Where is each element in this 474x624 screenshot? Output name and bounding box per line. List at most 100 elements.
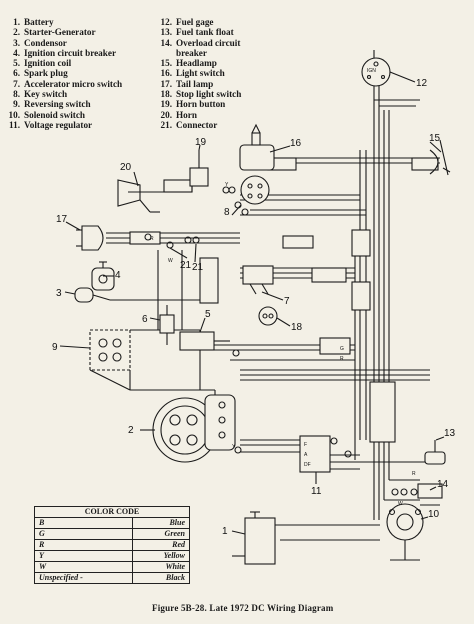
svg-text:DF: DF [304, 462, 311, 468]
legend-item: 19. Horn button [152, 99, 241, 109]
svg-text:R: R [412, 471, 416, 477]
color-code-color: White [132, 561, 190, 573]
svg-text:W: W [168, 258, 173, 264]
legend-item: 10.Solenoid switch [0, 110, 122, 120]
solenoid-switch [386, 503, 424, 561]
legend-item: 17. Tail lamp [152, 79, 241, 89]
svg-text:W: W [398, 501, 403, 507]
legend-number: 6. [13, 68, 20, 79]
svg-text:R: R [150, 236, 154, 242]
callout-connector-a: 21 [180, 260, 192, 271]
reversing-switch [89, 329, 131, 391]
legend-label: Connector [176, 119, 218, 130]
legend-label: Accelerator micro switch [24, 78, 123, 89]
callout-connector-b: 21 [192, 262, 204, 273]
fuel-tank-float [424, 440, 446, 465]
color-code-color: Black [132, 572, 190, 584]
legend-item: 5.Ignition coil [0, 58, 122, 68]
callout-horn: 20 [120, 162, 132, 173]
stop-light-switch [258, 306, 278, 326]
color-code-letter: Unspecified - [33, 572, 134, 584]
wire-color-marks: Y R W G R Y R W [150, 182, 416, 507]
legend-label: Horn button [176, 99, 226, 110]
svg-text:G: G [340, 346, 344, 352]
legend-item: 3.Condensor [0, 38, 122, 48]
color-code-letter: Y [33, 550, 134, 562]
legend-label: Key switch [24, 89, 68, 100]
legend-label: Tail lamp [176, 78, 214, 89]
ignition-circuit-breaker [91, 261, 115, 291]
condensor [74, 287, 111, 303]
callout-reversing-switch: 9 [52, 342, 58, 353]
legend-number: 17. [160, 78, 172, 89]
legend-item: 16.Light switch [152, 68, 241, 78]
color-code-title: COLOR CODE [34, 506, 190, 518]
accelerator-micro-switch [242, 265, 274, 295]
callout-leaders [59, 71, 445, 535]
color-code-row: Unspecified -Black [33, 572, 190, 584]
color-code-color: Yellow [132, 550, 190, 562]
svg-text:Y: Y [225, 182, 229, 188]
main-harness-lines [106, 50, 440, 541]
spark-plug [159, 305, 175, 345]
legend-number: 18. [160, 89, 172, 100]
legend-number: 21. [160, 119, 172, 130]
callout-headlamp: 15 [429, 133, 441, 144]
callout-stop-light-switch: 18 [291, 322, 303, 333]
legend-number: 14. [160, 37, 172, 48]
legend-item: 21. Connector [152, 120, 241, 130]
callout-accelerator-micro-switch: 7 [284, 296, 290, 307]
legend-item: 13. Fuel tank float [152, 27, 241, 37]
legend-item: 20.Horn [152, 110, 241, 120]
legend-item: 12.Fuel gage [152, 17, 241, 27]
color-code-letter: R [33, 539, 134, 551]
legend-label: Ignition circuit breaker [24, 47, 117, 58]
tail-lamp [76, 225, 104, 251]
legend-number: 9. [13, 99, 20, 110]
legend-item: 14.Overload circuit [152, 38, 241, 48]
legend-label: Horn [176, 109, 197, 120]
svg-text:A: A [304, 452, 308, 458]
legend-item: 15.Headlamp [152, 58, 241, 68]
legend-number: 13. [160, 27, 172, 38]
color-code-color: Blue [132, 517, 190, 529]
callout-labels: 1 2 3 4 5 6 7 8 9 10 11 12 13 14 15 16 1… [52, 78, 456, 537]
legend-item: 9. Reversing switch [0, 99, 122, 109]
fuel-gage: IGN [361, 57, 391, 87]
legend-item: 2.Starter-Generator [0, 27, 122, 37]
color-code-color: Red [132, 539, 190, 551]
color-code-letter: B [33, 517, 134, 529]
legend-item: 4.Ignition circuit breaker [0, 48, 122, 58]
callout-fuel-tank-float: 13 [444, 428, 456, 439]
legend-label: Condensor [24, 37, 67, 48]
legend-label: Fuel tank float [176, 27, 234, 38]
color-code-letter: W [33, 561, 134, 573]
legend-number: 11. [9, 119, 20, 130]
legend-number: 16. [160, 68, 172, 79]
svg-text:F: F [304, 442, 307, 448]
callout-spark-plug: 6 [142, 314, 148, 325]
legend-item: 1.Battery [0, 17, 122, 27]
legend-item: breaker [152, 48, 241, 58]
legend-label: Reversing switch [24, 99, 91, 110]
legend-item: 18.Stop light switch [152, 89, 242, 100]
starter-generator [152, 394, 236, 463]
color-code-letter: G [33, 528, 134, 540]
callout-horn-button: 19 [195, 137, 207, 148]
figure-caption: Figure 5B-28. Late 1972 DC Wiring Diagra… [152, 603, 334, 613]
legend-label: Solenoid switch [24, 109, 86, 120]
legend-number: 19. [160, 99, 172, 110]
legend-item: 6.Spark plug [0, 68, 122, 78]
callout-light-switch: 16 [290, 138, 302, 149]
legend-label: breaker [176, 47, 207, 58]
legend-label: Starter-Generator [24, 27, 96, 38]
legend-number: 7. [13, 78, 20, 89]
callout-ignition-coil: 5 [205, 309, 211, 320]
